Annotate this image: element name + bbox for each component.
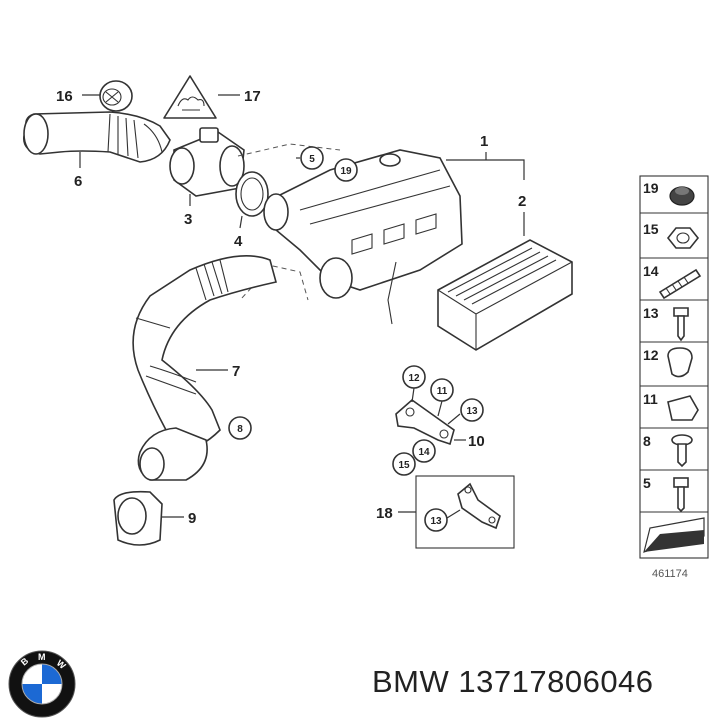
sidebar-label-8: 8: [643, 433, 651, 449]
callout-13-a: 13: [466, 406, 478, 417]
part-1-filter-housing: [263, 149, 463, 325]
svg-text:B: B: [19, 655, 31, 667]
svg-text:M: M: [38, 652, 46, 662]
footer-part-number: 13717806046: [458, 664, 654, 699]
sidebar-label-19: 19: [643, 180, 659, 196]
callout-15: 15: [398, 460, 410, 471]
callout-2: 2: [518, 193, 526, 210]
small-parts-sidebar: 19 15 14 13 12 11 8 5: [639, 175, 709, 559]
part-18-bracket: [457, 482, 501, 530]
sidebar-label-12: 12: [643, 347, 659, 363]
callout-9: 9: [188, 510, 196, 527]
part-10-bracket: [395, 398, 455, 446]
callout-7: 7: [232, 363, 240, 380]
callout-4: 4: [234, 233, 243, 250]
callout-10: 10: [468, 433, 485, 450]
callout-8: 8: [237, 424, 243, 435]
part-9-intake-duct: [113, 490, 163, 546]
callout-17: 17: [244, 88, 261, 105]
callout-1: 1: [480, 133, 488, 150]
sidebar-label-14: 14: [643, 263, 659, 279]
callout-11: 11: [437, 386, 448, 397]
callout-18: 18: [376, 505, 393, 522]
part-3-air-mass-meter: [169, 127, 245, 197]
part-4-seal-ring: [235, 171, 269, 217]
part-6-intake-hose: [23, 111, 171, 163]
sidebar-label-15: 15: [643, 221, 659, 237]
sidebar-label-11: 11: [643, 391, 658, 407]
callout-12: 12: [408, 373, 420, 384]
callout-13-b: 13: [430, 516, 442, 527]
footer-brand: BMW: [372, 664, 450, 699]
bmw-logo: B M W: [8, 650, 76, 718]
reference-number: 461174: [652, 568, 688, 580]
part-17-warning-label: [163, 75, 217, 119]
part-7-lower-hose: [132, 255, 277, 481]
callout-16: 16: [56, 88, 73, 105]
callout-14: 14: [418, 447, 430, 458]
part-2-filter-element: [437, 239, 573, 351]
footer-text: BMW 13717806046: [372, 664, 654, 700]
callout-3: 3: [184, 211, 192, 228]
callout-5: 5: [309, 154, 315, 165]
sidebar-label-13: 13: [643, 305, 659, 321]
callout-6: 6: [74, 173, 82, 190]
sidebar-label-5: 5: [643, 475, 651, 491]
callout-19: 19: [340, 166, 352, 177]
part-16-cap: [99, 80, 133, 112]
